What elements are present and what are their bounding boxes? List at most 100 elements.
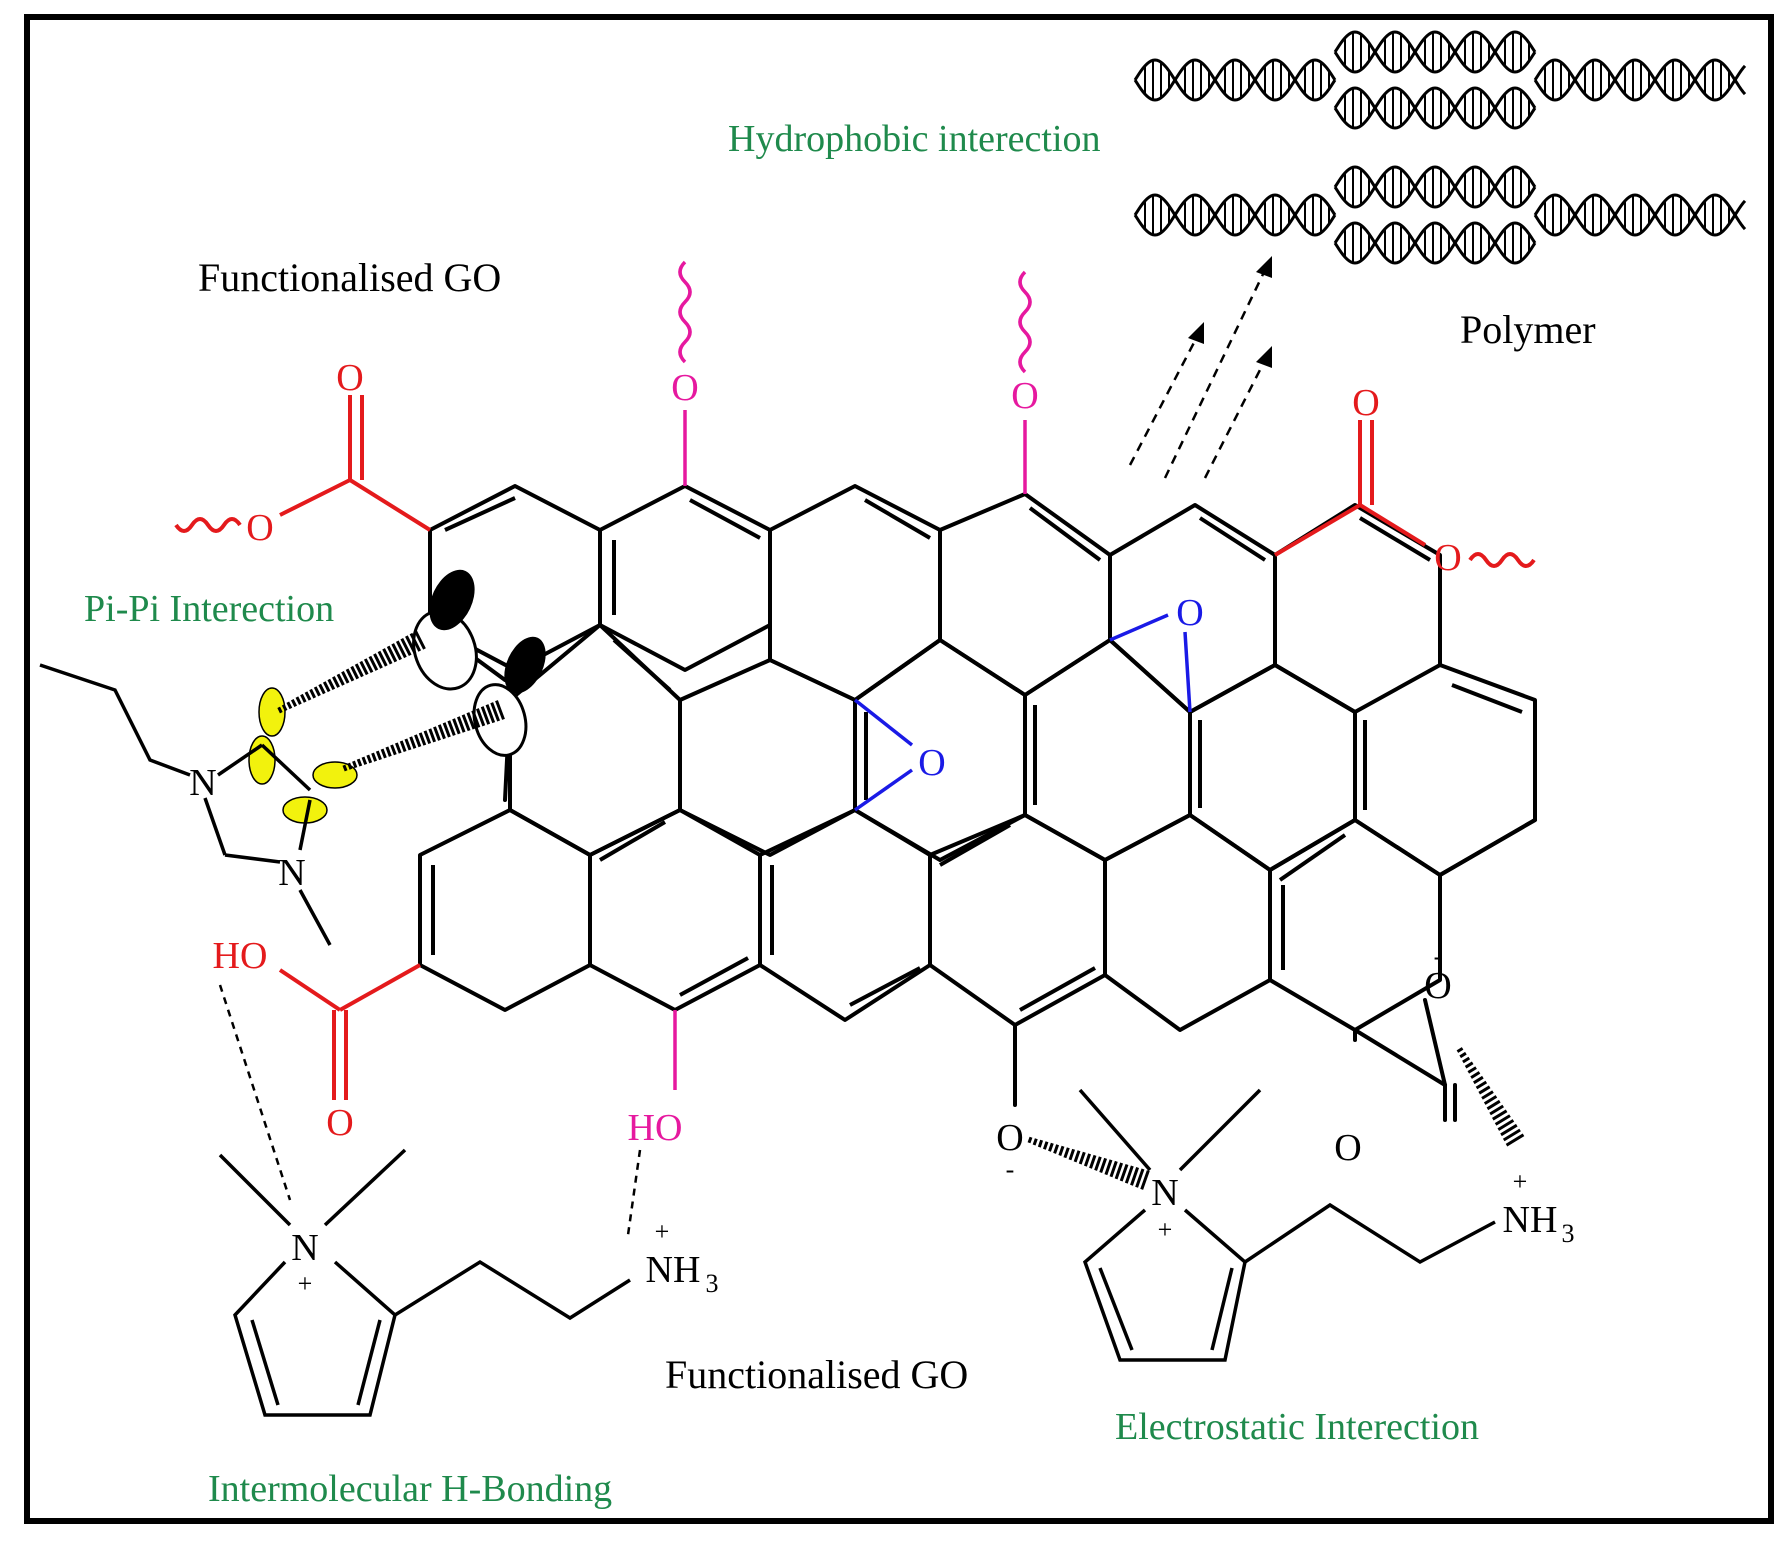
ester-left-carbonyl-oxygen: O xyxy=(336,357,363,399)
ammonium-right-plus: + xyxy=(1513,1167,1528,1196)
carboxylate-minus: - xyxy=(1434,942,1443,971)
hydroxyl-oxygen: HO xyxy=(628,1107,683,1149)
db-9 xyxy=(612,638,672,692)
db-21 xyxy=(1278,833,1347,882)
epoxide-1-oxygen: O xyxy=(918,742,945,784)
ammonium-right: NH xyxy=(1503,1199,1558,1241)
polymer-helix xyxy=(1333,221,1537,265)
ester-right-ether-oxygen: O xyxy=(1434,537,1461,579)
db-1 xyxy=(444,496,516,532)
epoxide-1-bond-a xyxy=(853,698,914,747)
carboxyl-hydroxyl: HO xyxy=(213,935,268,977)
db-4 xyxy=(863,498,932,540)
pyrrolium-left xyxy=(218,1148,631,1417)
ether-1-chain xyxy=(678,260,692,364)
imid-c2-n3 xyxy=(224,853,281,864)
ammonium-right-sub: 3 xyxy=(1562,1219,1575,1248)
pyrl-left-db-1 xyxy=(250,1319,280,1406)
electrostatic-hash-2 xyxy=(1456,1047,1525,1147)
pyrl-left-ring xyxy=(233,1260,397,1417)
epoxide-2-oxygen: O xyxy=(1176,592,1203,634)
ester-right-o xyxy=(1358,503,1427,547)
db-18 xyxy=(939,823,1011,867)
arrow-3-head xyxy=(1256,346,1272,368)
ring-3 xyxy=(768,484,942,702)
pyrl-left-db-2 xyxy=(356,1319,382,1406)
ether-1-oxygen: O xyxy=(671,367,698,409)
ring-bottom-left xyxy=(418,808,592,1012)
pyrl-right-chain xyxy=(1244,1202,1496,1265)
propyl-chain xyxy=(39,663,191,777)
ring-orbital-1-lower xyxy=(248,735,276,785)
ring-bot-5 xyxy=(1103,813,1272,1032)
pyrl-right-db-1 xyxy=(1098,1267,1134,1351)
ester-right-chain xyxy=(1468,552,1536,568)
db-7 xyxy=(1358,516,1432,562)
pyrl-right-methyl-1 xyxy=(1078,1088,1152,1172)
pi-hash-1 xyxy=(277,630,426,714)
ester-right-c-bond xyxy=(1273,503,1362,557)
interaction-dashes xyxy=(218,984,642,1236)
ester-groups xyxy=(174,395,1536,1100)
ammonium-left: NH xyxy=(646,1249,701,1291)
arrow-3 xyxy=(1203,359,1267,479)
phenoxide-oxygen: O xyxy=(996,1117,1023,1159)
pi-orbitals xyxy=(248,569,546,824)
label-polymer: Polymer xyxy=(1460,307,1596,352)
label-electrostatic: Electrostatic Interection xyxy=(1115,1406,1479,1448)
carboxyl-oh xyxy=(278,968,342,1012)
polymer-helix xyxy=(1533,193,1747,237)
db-5 xyxy=(1028,506,1102,562)
ring-orbital-1-upper xyxy=(258,687,286,737)
carboxylate-to-ominus xyxy=(1423,998,1447,1087)
polymer-helix xyxy=(1333,30,1537,74)
db-15 xyxy=(598,820,667,862)
pyrl-left-methyl-1 xyxy=(218,1153,292,1227)
ether-groups xyxy=(673,260,1032,1090)
pyrrolium-right xyxy=(1078,1088,1496,1362)
ring-bot-3 xyxy=(758,808,932,1022)
electrostatic-hashes xyxy=(1027,1047,1525,1190)
pyrl-right-methyl-2 xyxy=(1178,1088,1262,1172)
db-20 xyxy=(1019,966,1096,1012)
polymer-helix xyxy=(1333,86,1537,130)
ammonium-left-plus: + xyxy=(655,1217,670,1246)
go-orbital-2-upper xyxy=(504,636,546,694)
pyrl-right-ring xyxy=(1082,1208,1247,1362)
pyrl-left-methyl-2 xyxy=(323,1148,407,1227)
ring-bot-6 xyxy=(1268,818,1442,1032)
pi-hash-2 xyxy=(342,700,505,772)
bond-right-edge xyxy=(1438,818,1537,877)
ring-mid-5 xyxy=(1188,663,1357,872)
label-functionalised-go-bottom: Functionalised GO xyxy=(665,1352,969,1397)
carboxylate-oxygen-bottom: O xyxy=(1334,1127,1361,1169)
polymer-helix xyxy=(1533,58,1747,102)
label-functionalised-go-top: Functionalised GO xyxy=(198,255,502,300)
polymer-helix xyxy=(1333,165,1537,209)
ester-left-chain xyxy=(174,517,242,533)
polymer-helix xyxy=(1133,193,1337,237)
epoxide-2-bond-b xyxy=(1183,631,1192,713)
arrow-1 xyxy=(1128,334,1200,466)
pyrrolium-left-plus: + xyxy=(298,1269,313,1298)
ester-right-carbonyl-oxygen: O xyxy=(1352,382,1379,424)
ammonium-left-sub: 3 xyxy=(706,1269,719,1298)
imid-n1-c2 xyxy=(203,797,227,856)
ring-bot-4 xyxy=(928,813,1107,1027)
db-8 xyxy=(1451,683,1523,714)
go-sheet-bonds xyxy=(418,484,1537,1122)
arrow-2 xyxy=(1163,269,1267,479)
hydrophobic-arrows xyxy=(1128,256,1272,479)
label-h-bonding: Intermolecular H-Bonding xyxy=(208,1468,613,1510)
imid-methyl xyxy=(298,889,332,946)
carboxyl-carbonyl-oxygen: O xyxy=(326,1102,353,1144)
epoxide-groups xyxy=(853,613,1192,812)
ester-left-o xyxy=(279,478,351,517)
pyrrolium-left-n: N xyxy=(291,1227,318,1269)
carboxylate-oxygen-top: O xyxy=(1424,965,1451,1007)
pyrrolium-right-n: N xyxy=(1151,1172,1178,1214)
db-3 xyxy=(689,498,761,540)
db-17 xyxy=(679,956,749,997)
ester-left-c-bond xyxy=(348,478,432,532)
